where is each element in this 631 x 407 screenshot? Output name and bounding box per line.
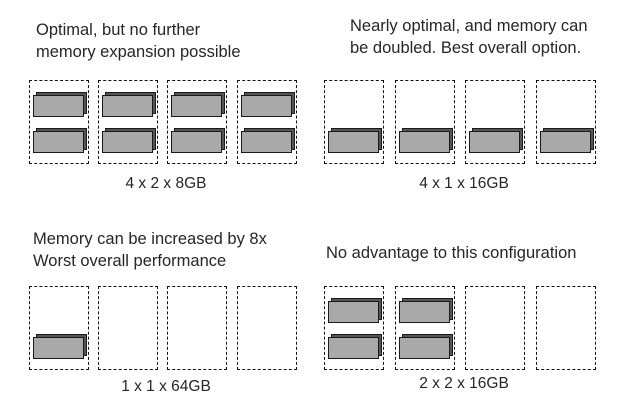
dimm-module: [328, 301, 379, 323]
memory-channel: [465, 80, 525, 164]
config-caption: Nearly optimal, and memory can be double…: [350, 15, 588, 59]
config-label: 2 x 2 x 16GB: [419, 375, 509, 392]
dimm-module: [33, 95, 84, 117]
memory-channel: [395, 80, 455, 164]
dimm-module: [328, 131, 379, 153]
dimm-module: [171, 95, 222, 117]
dimm-module: [171, 131, 222, 153]
caption-line: Nearly optimal, and memory can: [350, 17, 588, 35]
memory-channel: [324, 80, 384, 164]
config-label: 4 x 1 x 16GB: [419, 175, 509, 192]
caption-line: Worst overall performance: [33, 252, 227, 270]
config-caption: Optimal, but no further memory expansion…: [36, 19, 241, 63]
memory-channel: [237, 286, 297, 370]
memory-channel: [98, 80, 158, 164]
caption-line: memory expansion possible: [36, 43, 241, 61]
caption-line: Optimal, but no further: [36, 21, 201, 39]
dimm-module: [102, 131, 153, 153]
dimm-module: [540, 131, 591, 153]
dimm-module: [399, 337, 450, 359]
config-caption: Memory can be increased by 8x Worst over…: [33, 228, 267, 272]
memory-channel: [29, 80, 89, 164]
dimm-module: [241, 95, 292, 117]
memory-channel: [536, 286, 596, 370]
memory-channel: [29, 286, 89, 370]
memory-channel: [237, 80, 297, 164]
dimm-module: [328, 337, 379, 359]
dimm-module: [399, 131, 450, 153]
config-label: 1 x 1 x 64GB: [121, 378, 211, 395]
config-label: 4 x 2 x 8GB: [125, 175, 207, 192]
dimm-module: [399, 301, 450, 323]
memory-channel: [98, 286, 158, 370]
dimm-module: [469, 131, 520, 153]
dimm-module: [102, 95, 153, 117]
memory-channel: [536, 80, 596, 164]
dimm-module: [33, 337, 84, 359]
memory-channel: [465, 286, 525, 370]
dimm-module: [33, 131, 84, 153]
config-caption: No advantage to this configuration: [326, 242, 576, 264]
memory-channel: [395, 286, 455, 370]
caption-line: be doubled. Best overall option.: [350, 39, 582, 57]
dimm-module: [241, 131, 292, 153]
memory-channel: [167, 286, 227, 370]
caption-line: No advantage to this configuration: [326, 244, 577, 262]
memory-channel: [324, 286, 384, 370]
caption-line: Memory can be increased by 8x: [33, 230, 267, 248]
memory-channel: [167, 80, 227, 164]
